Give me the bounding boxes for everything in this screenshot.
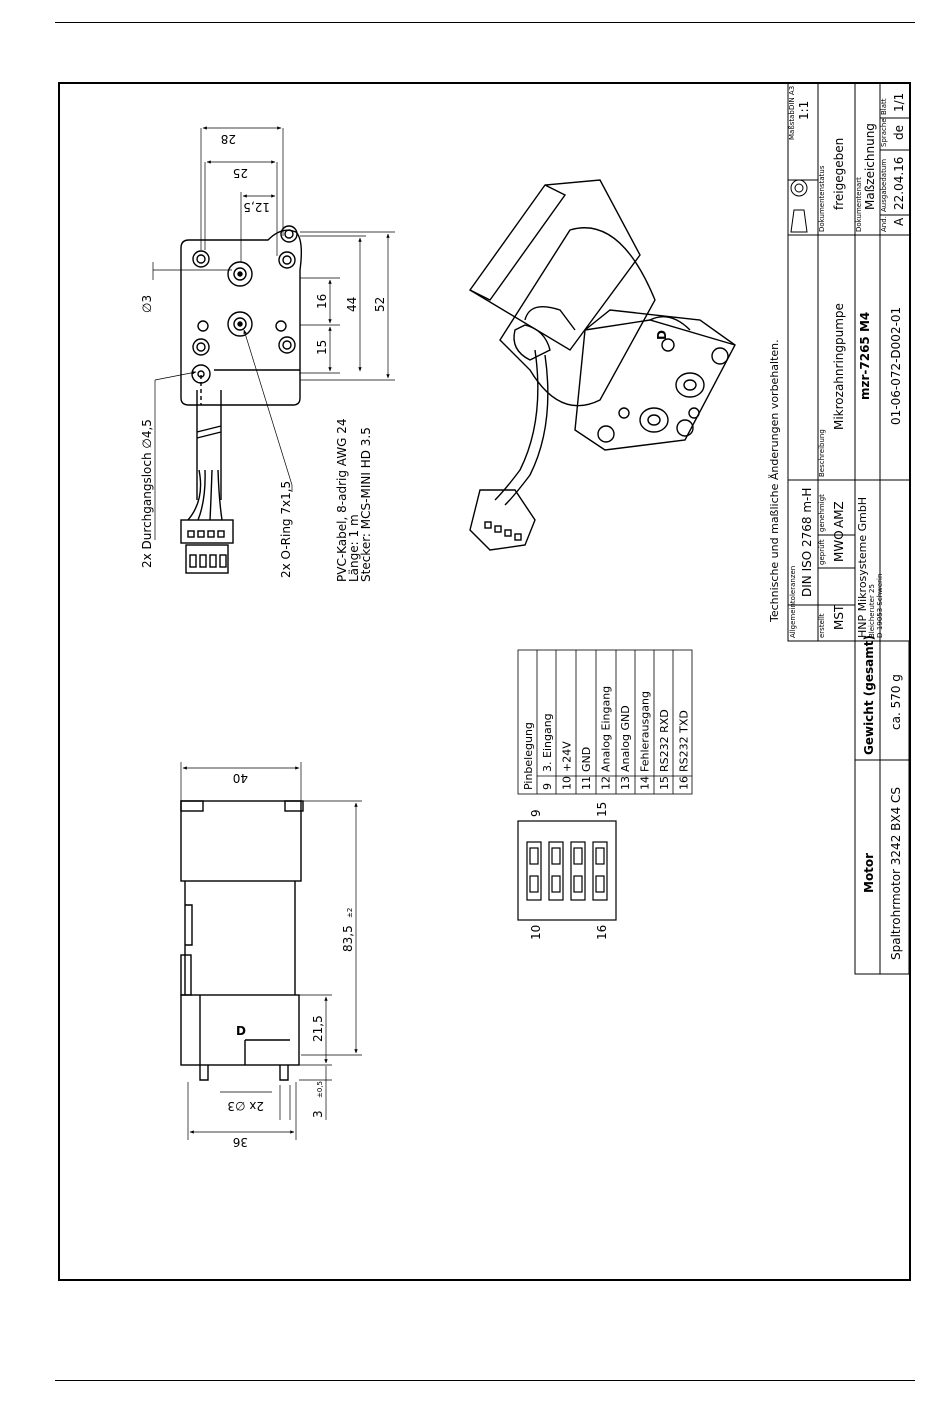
company-name: HNP Mikrosysteme GmbH — [856, 497, 869, 638]
format-label: DIN A3 — [788, 86, 796, 110]
note-bore: 2x Durchgangsloch ∅4,5 — [140, 419, 154, 568]
connector-face — [517, 820, 617, 921]
pump-3d-face-mark: D — [655, 330, 669, 340]
erstellt-label: erstellt — [818, 613, 826, 638]
blatt-label: Blatt — [880, 98, 888, 115]
dim-16: 16 — [315, 294, 329, 309]
company-street: Bleicheruter 25 — [868, 584, 876, 638]
pinout-pin-label: RS232 TXD — [678, 710, 691, 772]
sprache-label: Sprache — [880, 118, 888, 147]
pinout-pin-number: 16 — [678, 776, 691, 790]
geprueft-value: MWO — [832, 530, 846, 562]
tol-value: DIN ISO 2768 m-H — [800, 488, 814, 597]
pinout-pin-number: 15 — [658, 776, 671, 790]
beschreibung-label: Beschreibung — [818, 429, 826, 477]
dim-25: 25 — [233, 166, 248, 180]
datum-label: Ausgabedatum — [880, 159, 888, 212]
motor-side-view — [180, 800, 304, 1081]
pinout-pin-number: 14 — [639, 776, 652, 790]
sprache-value: de — [892, 125, 906, 140]
document-number: 01-06-072-D002-01 — [889, 307, 903, 425]
tol-label: Allgemeintoleranzen — [789, 566, 797, 638]
motor-header: Motor — [862, 853, 876, 893]
datum-value: 22.04.16 — [892, 157, 906, 210]
docart-value: Maßzeichnung — [863, 123, 877, 210]
pinout-pin-label: Fehlerausgang — [639, 691, 652, 772]
pinout-pin-number: 12 — [600, 776, 613, 790]
company-city: D-19053 Schwerin — [876, 574, 884, 638]
connector-pin-16: 16 — [595, 925, 609, 940]
massstab-label: Maßstab — [788, 110, 796, 140]
bottom-rule — [55, 1380, 915, 1381]
pinout-pin-label: RS232 RXD — [658, 709, 671, 772]
note-oring: 2x O-Ring 7x1,5 — [279, 481, 293, 578]
pinout-title: Pinbelegung — [522, 722, 535, 790]
connector-pin-10: 10 — [529, 925, 543, 940]
dim-12-5: 12,5 — [243, 200, 270, 214]
product-name: Mikrozahnringpumpe — [832, 303, 846, 430]
dim-15: 15 — [315, 340, 329, 355]
dim-52: 52 — [373, 297, 387, 312]
dim-40: 40 — [233, 771, 248, 785]
dim-83-5: 83,5 — [341, 925, 355, 952]
dim-21-5: 21,5 — [311, 1015, 325, 1042]
pinout-pin-number: 9 — [541, 783, 554, 790]
pinout-pin-label: Analog Eingang — [600, 686, 613, 772]
massstab-value: 1:1 — [797, 101, 811, 120]
connector-pin-9: 9 — [529, 809, 543, 817]
title-block: Technische und maßliche Änderungen vorbe… — [768, 82, 911, 642]
top-view-dimensions — [152, 126, 395, 540]
note-cable-length: Länge: 1 m — [347, 514, 361, 582]
dim-dia-3: ∅3 — [140, 295, 154, 313]
note-plug: Stecker: MCS-MINI HD 3.5 — [359, 427, 373, 582]
status-value: freigegeben — [832, 138, 846, 210]
pump-3d-view — [468, 179, 736, 551]
connector-pin-15: 15 — [595, 802, 609, 817]
dim-2x-dia-3: 2x ∅3 — [227, 1099, 264, 1113]
motor-face-mark: D — [236, 1024, 246, 1038]
pinout-pin-number: 11 — [580, 776, 593, 790]
weight-header: Gewicht (gesamt) — [862, 635, 876, 755]
pinout-pin-label: Analog GND — [619, 705, 632, 772]
model-name: mzr-7265 M4 — [858, 312, 872, 400]
motor-weight-table: Motor Gewicht (gesamt) Spaltrohrmotor 32… — [854, 635, 910, 975]
genehmigt-value: AMZ — [832, 501, 846, 528]
aend-value: A — [892, 217, 906, 226]
blatt-value: 1/1 — [892, 93, 906, 112]
motor-value: Spaltrohrmotor 3242 BX4 CS — [889, 787, 903, 960]
top-rule — [55, 22, 915, 23]
docart-label: Dokumentenart — [855, 177, 863, 232]
dim-3: 3 — [311, 1110, 325, 1118]
status-label: Dokumentenstatus — [818, 165, 826, 232]
weight-value: ca. 570 g — [889, 674, 903, 730]
pinout-table: Pinbelegung 9 3. Eingang 10 +24V 11 GND 12 Anal… — [517, 649, 693, 795]
side-view-dimensions — [180, 762, 362, 1140]
geprueft-label: geprüft — [818, 539, 826, 565]
drawing-frame — [58, 82, 911, 1281]
dim-28: 28 — [221, 132, 236, 146]
aend-label: Änd. — [879, 216, 888, 232]
dim-83-5-tol: ±2 — [346, 908, 354, 918]
dim-3-tol: ±0,5 — [316, 1081, 324, 1098]
erstellt-value: MST — [832, 604, 846, 630]
disclaimer: Technische und maßliche Änderungen vorbe… — [768, 339, 781, 623]
dim-36: 36 — [233, 1135, 248, 1149]
pinout-pin-number: 10 — [561, 776, 574, 790]
pinout-pin-number: 13 — [619, 776, 632, 790]
genehmigt-label: genehmigt — [818, 494, 826, 532]
note-cable-type: PVC-Kabel, 8-adrig AWG 24 — [335, 418, 349, 582]
pinout-pin-label: +24V — [561, 741, 574, 772]
dim-44: 44 — [345, 297, 359, 312]
pinout-pin-label: GND — [580, 747, 593, 772]
pinout-pin-label: 3. Eingang — [541, 713, 554, 772]
flange-top-view — [180, 225, 303, 574]
